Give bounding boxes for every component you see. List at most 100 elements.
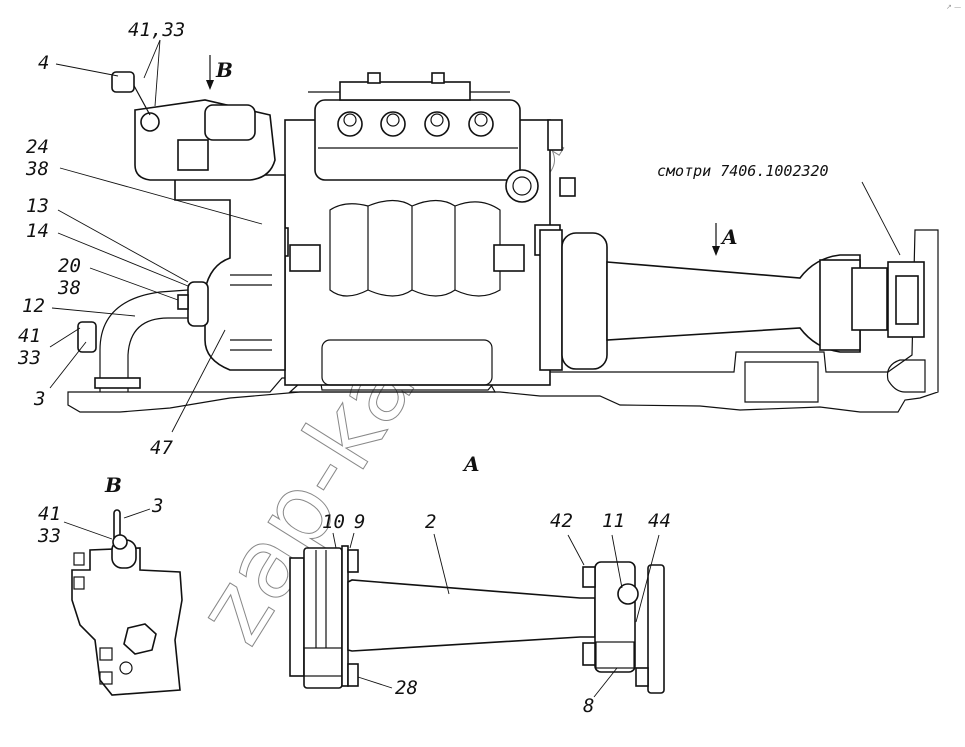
view-a: A 10 9 2 28 42 11 44 8 <box>289 452 671 717</box>
leader-3-left <box>49 341 87 389</box>
callout-10: 10 <box>322 511 345 533</box>
cylinder-lobes <box>329 199 501 297</box>
view-b-hex-plug <box>123 623 157 655</box>
oil-pipe <box>99 289 189 392</box>
lower-pocket <box>321 339 493 386</box>
view-b-cap <box>112 534 128 550</box>
reference-note: смотри 7406.1002320 <box>657 162 829 180</box>
banjo-fitting <box>77 321 97 353</box>
port-ring <box>505 169 539 203</box>
view-a-yoke-section <box>595 641 635 669</box>
arrow-a-label: A <box>720 225 738 249</box>
callout-33-left: 33 <box>17 347 41 369</box>
callout-3-left: 3 <box>33 388 45 410</box>
callout-9: 9 <box>354 511 365 533</box>
governor-cap <box>204 104 256 141</box>
callout-38-upper: 38 <box>25 158 49 180</box>
main-callouts: 4 41,33 24 38 13 14 20 38 12 41 33 3 47 <box>17 19 263 459</box>
callout-44: 44 <box>648 510 671 532</box>
view-arrow-b: B <box>206 55 233 90</box>
injector-row <box>337 111 494 137</box>
main-assembly-view <box>67 71 939 413</box>
bearing <box>895 275 919 325</box>
view-arrow-a: A <box>712 223 738 256</box>
right-stub <box>559 177 576 197</box>
top-fittings <box>339 81 471 101</box>
injector-2-cap <box>386 113 400 127</box>
corner-mark: ↗ — <box>946 3 961 11</box>
leader-41-33-b <box>154 39 161 107</box>
base-pocket <box>744 361 819 403</box>
callout-41-b: 41 <box>38 503 61 525</box>
injector-2 <box>380 111 406 137</box>
injector-4 <box>468 111 494 137</box>
leader-4 <box>55 63 119 77</box>
arrow-b-label: B <box>215 58 233 82</box>
arrow-b-head <box>206 80 214 90</box>
drive-coupling-plate <box>539 229 563 371</box>
leader-13 <box>57 209 189 283</box>
view-a-flange <box>647 564 665 694</box>
injector-3 <box>424 111 450 137</box>
lever-knob <box>140 112 160 132</box>
lever-handle <box>111 71 135 93</box>
callout-11: 11 <box>602 510 625 532</box>
top-bolt-2 <box>431 72 445 84</box>
right-plug <box>547 119 563 151</box>
arrow-a-head <box>712 246 720 256</box>
pipe-flange <box>187 281 209 327</box>
flange-bolt <box>177 294 189 310</box>
callout-33-b: 33 <box>37 525 61 547</box>
view-b-housing <box>71 547 183 696</box>
view-a-bolt-42 <box>582 566 596 588</box>
callout-12: 12 <box>22 295 45 317</box>
reference-leader <box>861 181 901 256</box>
left-inner-block <box>289 244 321 272</box>
view-b-ball <box>119 661 133 675</box>
view-a-plate <box>341 545 349 687</box>
leader-9 <box>349 532 355 549</box>
base-right-curl <box>886 359 926 393</box>
callout-20: 20 <box>58 255 81 277</box>
view-a-bolt-8 <box>582 642 596 666</box>
view-b: B 41 33 3 <box>37 473 183 696</box>
pipe-clamp <box>94 377 141 389</box>
callout-41-left: 41 <box>18 325 41 347</box>
view-a-bolt-9 <box>347 549 359 573</box>
view-a-bolt-11 <box>617 583 639 605</box>
view-b-bolt-3 <box>99 647 113 661</box>
callout-28: 28 <box>395 677 418 699</box>
leader-20-38 <box>89 267 179 301</box>
injector-1 <box>337 111 363 137</box>
leader-10 <box>332 532 337 549</box>
view-a-yoke <box>594 561 636 673</box>
leader-42 <box>567 534 585 566</box>
leader-41-33-b <box>63 521 113 540</box>
port-hole <box>512 176 532 196</box>
callout-24: 24 <box>26 136 49 158</box>
callout-2: 2 <box>425 511 436 533</box>
callout-41-33: 41,33 <box>128 19 185 41</box>
callout-8: 8 <box>583 695 594 717</box>
leader-3-b <box>123 508 151 519</box>
lever-rod <box>131 81 151 116</box>
leader-8 <box>593 667 618 698</box>
right-inner-block <box>493 244 525 272</box>
top-bolt-1 <box>367 72 381 84</box>
callout-14: 14 <box>26 220 49 242</box>
injector-1-cap <box>343 113 357 127</box>
leader-41-33-a <box>143 39 161 79</box>
callout-38-lower: 38 <box>57 277 81 299</box>
leader-28 <box>357 676 393 689</box>
callout-3-b: 3 <box>151 495 163 517</box>
view-a-flange-nut <box>635 667 649 687</box>
leader-14 <box>57 232 189 287</box>
callout-47: 47 <box>150 437 173 459</box>
leader-44 <box>635 534 660 623</box>
drive-shaft <box>606 254 861 353</box>
callout-4: 4 <box>38 52 49 74</box>
view-b-bolt-1 <box>73 552 85 566</box>
view-b-bolt-2 <box>73 576 85 590</box>
injector-3-cap <box>430 113 444 127</box>
